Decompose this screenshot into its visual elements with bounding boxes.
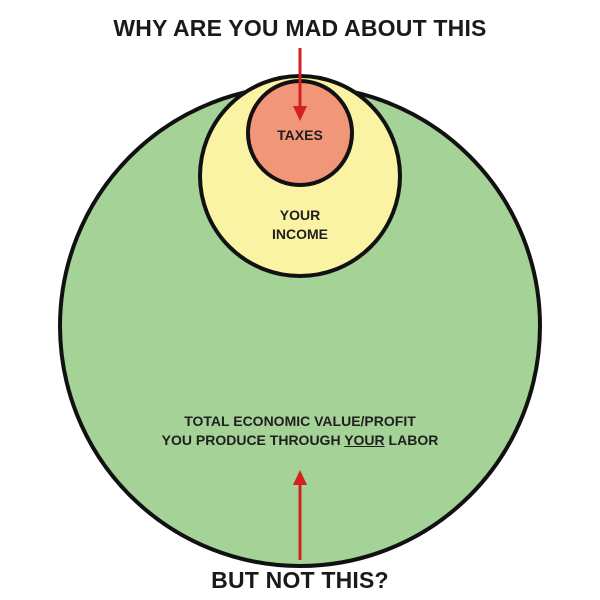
income-label-line1: YOUR — [279, 207, 321, 223]
top-heading: WHY ARE YOU MAD ABOUT THIS — [113, 15, 487, 41]
economic-value-label-line1: TOTAL ECONOMIC VALUE/PROFIT — [184, 413, 416, 429]
economic-value-label-emphasis: YOUR — [344, 432, 385, 448]
economic-value-label-post: LABOR — [384, 432, 439, 448]
top-arrow — [293, 48, 307, 121]
economic-value-label: TOTAL ECONOMIC VALUE/PROFIT YOU PRODUCE … — [100, 412, 500, 450]
taxes-label: TAXES — [277, 127, 323, 143]
income-label-line2: INCOME — [272, 226, 328, 242]
bottom-arrow-head — [293, 470, 307, 485]
economic-value-label-line2: YOU PRODUCE THROUGH YOUR LABOR — [100, 431, 500, 450]
income-label: YOUR INCOME — [230, 206, 370, 244]
top-arrow-head — [293, 106, 307, 121]
economic-value-label-pre: YOU PRODUCE THROUGH — [161, 432, 345, 448]
bottom-arrow — [293, 470, 307, 560]
bottom-heading: BUT NOT THIS? — [211, 567, 389, 593]
